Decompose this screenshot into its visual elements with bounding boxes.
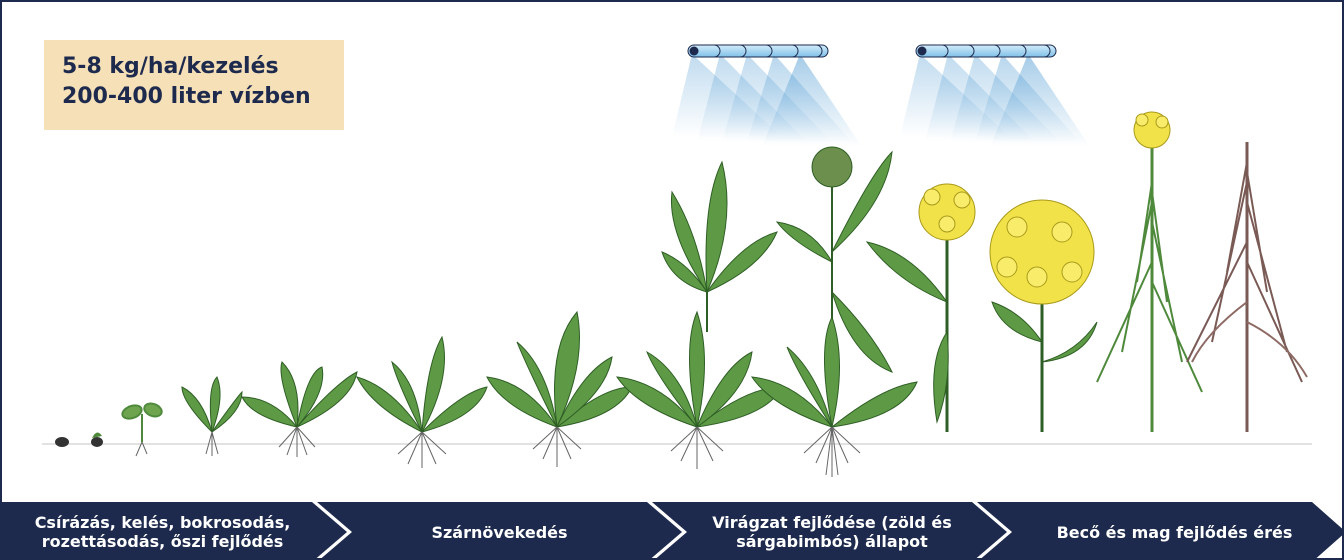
seed-icon bbox=[55, 437, 69, 447]
ripening-plant-icon bbox=[1187, 142, 1307, 432]
flowering-plant-icon bbox=[990, 200, 1097, 432]
dose-info-box: 5-8 kg/ha/kezelés 200-400 liter vízben bbox=[44, 40, 344, 130]
stage-label-inflorescence: Virágzat fejlődése (zöld és sárgabimbós)… bbox=[687, 502, 977, 560]
stage-label-germination: Csírázás, kelés, bokrosodás, rozettásodá… bbox=[10, 502, 315, 560]
dose-rate-text: 5-8 kg/ha/kezelés bbox=[62, 52, 344, 82]
sprayer-boom-icon bbox=[900, 45, 1090, 147]
stage-label-pod-seed: Becő és mag fejlődés érés bbox=[1012, 502, 1337, 560]
bolting-plant-icon bbox=[617, 312, 782, 469]
stage-label-stem-elongation: Szárnövekedés bbox=[352, 502, 647, 560]
seedling-icon bbox=[121, 401, 164, 456]
stem-elongation-plant-icon bbox=[357, 337, 487, 468]
sprayer-boom-icon bbox=[672, 45, 862, 147]
seed-icon bbox=[91, 432, 103, 447]
bolting-plant-icon bbox=[662, 162, 777, 332]
water-volume-text: 200-400 liter vízben bbox=[62, 82, 344, 112]
pod-development-plant-icon bbox=[1097, 112, 1202, 432]
rosette-plant-icon bbox=[242, 362, 357, 457]
bolting-plant-icon bbox=[752, 317, 917, 477]
